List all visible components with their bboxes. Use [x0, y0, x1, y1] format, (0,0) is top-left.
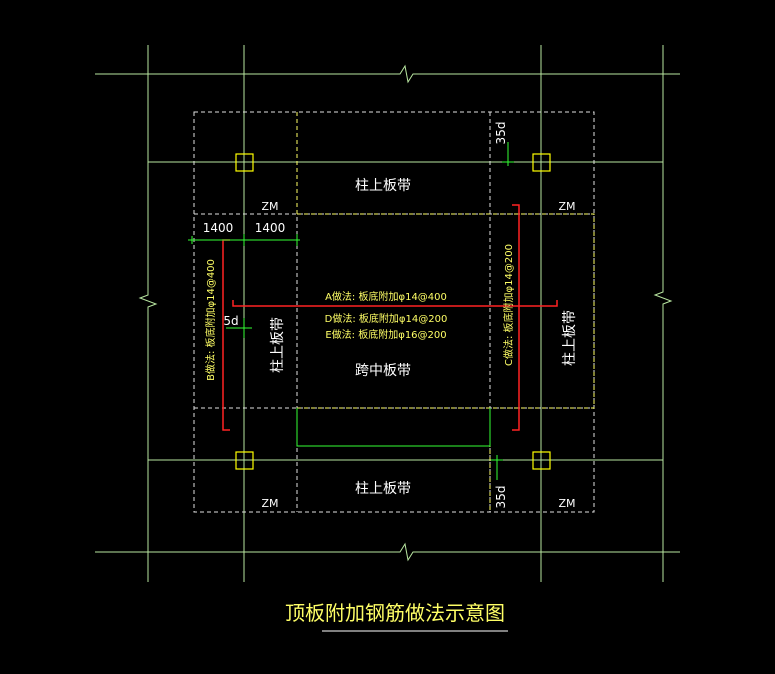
dim-label-1400-left: 1400 [203, 221, 234, 235]
strip-label-top: 柱上板带 [355, 178, 411, 194]
column-top-left [235, 153, 254, 172]
zm-label-bottom-right: ZM [558, 497, 575, 510]
yellow-zone-outline [297, 213, 595, 409]
dim-span-bottom [296, 408, 491, 447]
note-b: B做法: 板底附加φ14@400 [204, 259, 217, 381]
strip-label-bottom: 柱上板带 [355, 481, 411, 497]
dim-label-35d-top: 35d [494, 122, 508, 145]
outer-dashed-box [193, 111, 595, 513]
zm-label-bottom-left: ZM [261, 497, 278, 510]
note-e: E做法: 板底附加φ16@200 [325, 328, 446, 341]
column-bottom-left [235, 451, 254, 470]
axis-top [95, 64, 680, 84]
dim-label-1400-right: 1400 [255, 221, 286, 235]
note-c: C做法: 板底附加φ14@200 [502, 244, 515, 366]
rebar-horizontal [232, 300, 558, 307]
strip-label-right: 柱上板带 [562, 310, 578, 366]
axis-grid [95, 45, 680, 582]
axis-bottom [95, 542, 680, 562]
dim-label-35d-bottom: 35d [494, 486, 508, 509]
columns [235, 153, 551, 470]
dimension-lines [188, 142, 514, 480]
note-d: D做法: 板底附加φ14@200 [325, 312, 448, 325]
drawing-title: 顶板附加钢筋做法示意图 [285, 601, 505, 625]
rebar-left-vertical [222, 239, 230, 431]
strip-label-left: 柱上板带 [270, 317, 286, 373]
axis-right [653, 45, 673, 582]
strip-label-middle: 跨中板带 [355, 363, 411, 379]
axis-left [138, 45, 158, 582]
dim-label-5d: 5d [223, 314, 238, 328]
zm-label-top-left: ZM [261, 200, 278, 213]
column-bottom-right [532, 451, 551, 470]
rebar-right-vertical [512, 204, 520, 431]
zm-label-top-right: ZM [558, 200, 575, 213]
note-a: A做法: 板底附加φ14@400 [325, 290, 447, 303]
column-top-right [532, 153, 551, 172]
